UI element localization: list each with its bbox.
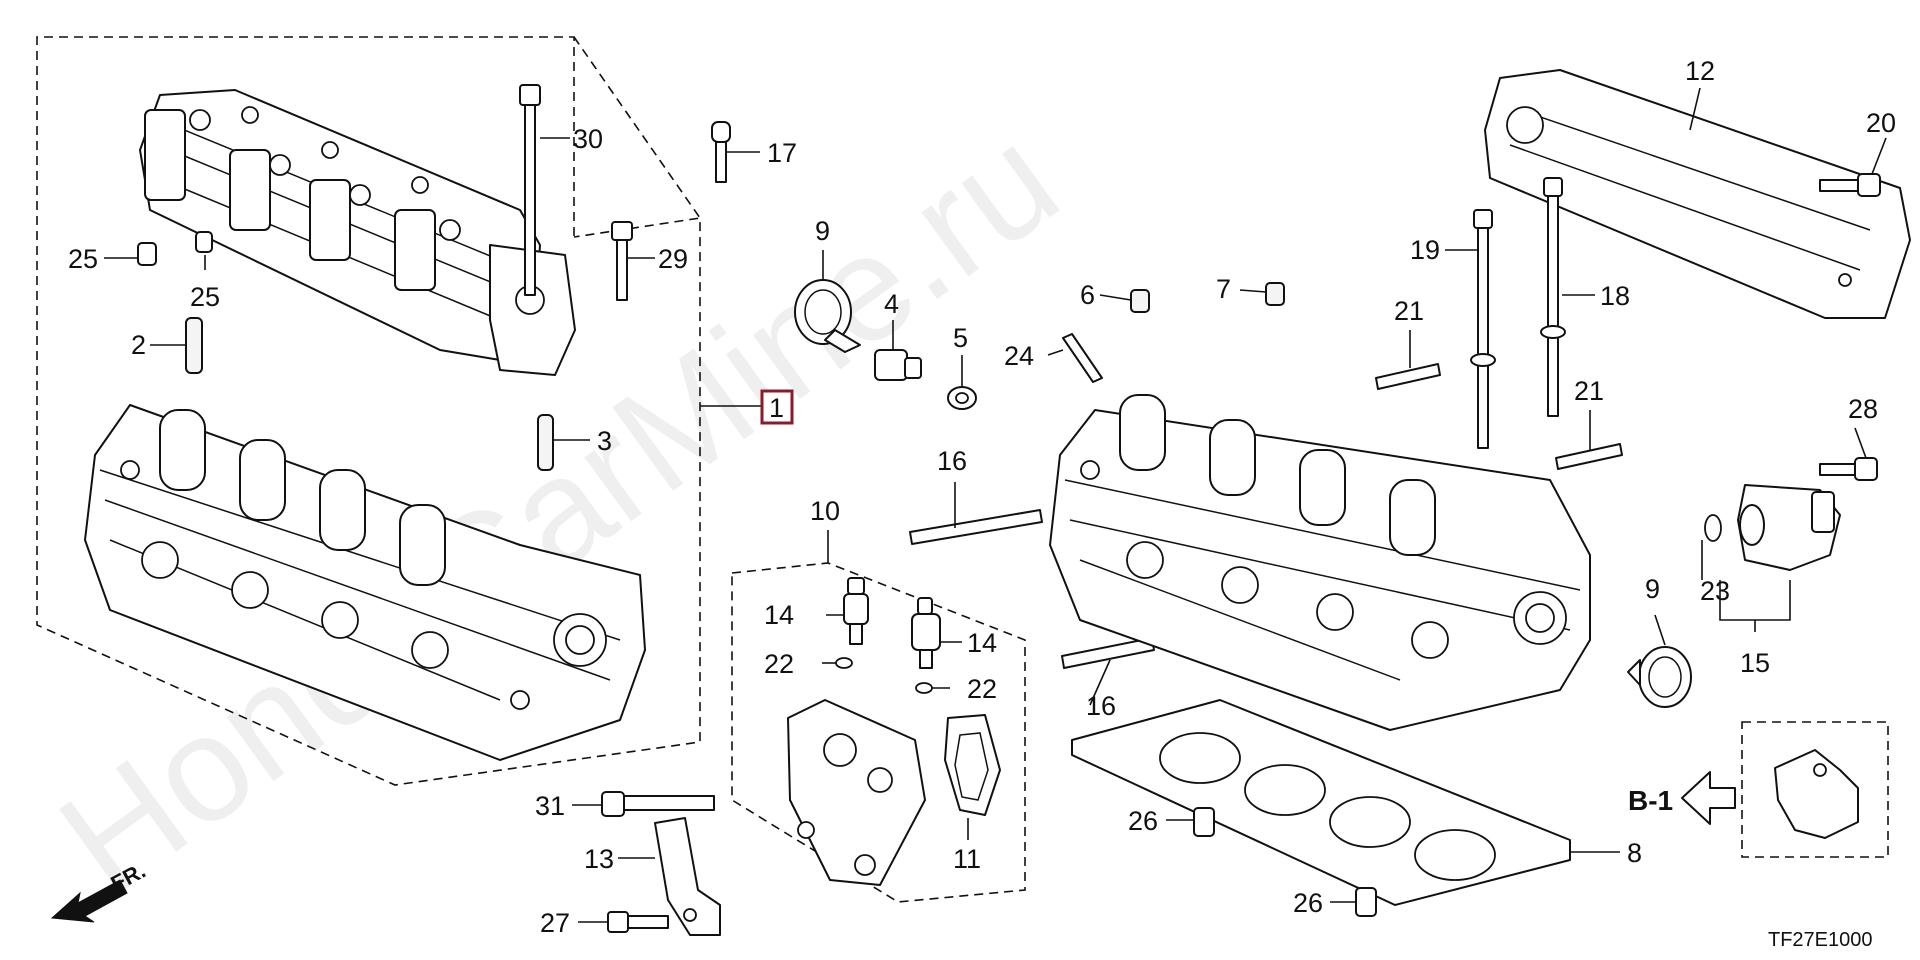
spool-valve-body xyxy=(787,699,926,886)
callout-26: 26 xyxy=(1128,806,1158,836)
bracket-13 xyxy=(654,817,721,936)
callout-3: 3 xyxy=(597,426,612,456)
dowel-pin-26b xyxy=(1355,887,1377,917)
bolt-31 xyxy=(601,791,715,817)
bolt-20 xyxy=(1819,173,1881,197)
washer-5 xyxy=(947,386,977,410)
spool-valve-group xyxy=(731,530,1026,903)
left-assembly-group xyxy=(36,36,731,786)
o-ring-23 xyxy=(1704,514,1722,542)
callout-25: 25 xyxy=(68,244,98,274)
cover-12 xyxy=(1484,69,1911,319)
oil-pressure-switch-14b xyxy=(911,597,941,669)
callout-9: 9 xyxy=(1645,574,1660,604)
gasket-11 xyxy=(944,714,1001,816)
callout-12: 12 xyxy=(1685,56,1715,86)
callout-15: 15 xyxy=(1740,648,1770,678)
callout-29: 29 xyxy=(658,244,688,274)
plug-7 xyxy=(1265,282,1285,306)
callout-17: 17 xyxy=(767,138,797,168)
dowel-pin-26a xyxy=(1193,807,1215,837)
bolt-18 xyxy=(1540,177,1566,417)
guide-3 xyxy=(537,414,554,471)
callout-10: 10 xyxy=(810,496,840,526)
view-b1-group xyxy=(1681,721,1889,858)
sealing-bolt-4 xyxy=(874,349,922,381)
stud-21a xyxy=(1375,363,1441,390)
bolt-28 xyxy=(1819,457,1878,481)
callout-8: 8 xyxy=(1627,838,1642,868)
bolt-19 xyxy=(1470,209,1496,449)
callout-30: 30 xyxy=(573,124,603,154)
front-direction-arrow xyxy=(50,879,128,923)
view-ref-label: B-1 xyxy=(1628,785,1673,816)
callout-22: 22 xyxy=(764,649,794,679)
cylinder-head-right xyxy=(1049,394,1591,731)
callout-11: 11 xyxy=(953,844,981,874)
rocker-arm-assembly xyxy=(139,89,576,376)
callout-4: 4 xyxy=(884,289,899,319)
callout-24: 24 xyxy=(1004,341,1034,371)
oil-pressure-switch-14a xyxy=(843,577,869,645)
dowel-pin-25a xyxy=(137,242,157,266)
stud-bolt-16b xyxy=(1061,637,1155,669)
callout-25: 25 xyxy=(190,282,220,312)
view-arrow-icon xyxy=(1681,771,1736,825)
callout-26: 26 xyxy=(1293,888,1323,918)
left-assembly-boundary xyxy=(36,36,701,786)
bolt-17 xyxy=(711,121,731,183)
bolt-27 xyxy=(607,911,669,933)
dowel-pin-25b xyxy=(195,231,213,253)
callout-16: 16 xyxy=(937,446,967,476)
callout-labels: 25 25 2 3 30 29 17 9 4 5 16 10 14 22 14 … xyxy=(68,56,1896,938)
plug-9a xyxy=(794,279,861,353)
callout-20: 20 xyxy=(1866,108,1896,138)
plug-9b xyxy=(1627,646,1692,708)
stud-24 xyxy=(1062,333,1103,383)
callout-23: 23 xyxy=(1700,576,1730,606)
callout-31: 31 xyxy=(535,791,565,821)
plug-6 xyxy=(1130,289,1150,313)
callout-14: 14 xyxy=(764,600,794,630)
bracket-15 xyxy=(1719,580,1791,621)
bolt-29 xyxy=(611,221,633,301)
callout-7: 7 xyxy=(1216,274,1231,304)
guide-2 xyxy=(185,317,203,374)
sealing-washer-22b xyxy=(915,682,933,694)
head-gasket-8 xyxy=(1071,699,1571,906)
callout-28: 28 xyxy=(1848,394,1878,424)
main-part-number: 1 xyxy=(769,393,784,423)
sealing-washer-22a xyxy=(835,657,853,669)
callout-22: 22 xyxy=(967,674,997,704)
bolt-30 xyxy=(519,84,541,296)
callout-21: 21 xyxy=(1394,296,1424,326)
stud-bolt-16a xyxy=(909,509,1043,545)
callout-27: 27 xyxy=(540,908,570,938)
sensor-15 xyxy=(1737,484,1841,571)
callout-19: 19 xyxy=(1410,235,1440,265)
callout-5: 5 xyxy=(953,323,968,353)
main-part-number-box xyxy=(760,389,794,425)
callout-16: 16 xyxy=(1086,691,1116,721)
cylinder-head-left xyxy=(84,404,646,761)
leader-lines xyxy=(104,87,1887,923)
callout-9: 9 xyxy=(815,216,830,246)
callout-6: 6 xyxy=(1080,280,1095,310)
callout-18: 18 xyxy=(1600,281,1630,311)
callout-21: 21 xyxy=(1574,376,1604,406)
stud-21b xyxy=(1555,443,1623,470)
left-assembly-diagonal xyxy=(573,36,701,219)
view-b1-box xyxy=(1741,721,1889,858)
callout-14: 14 xyxy=(967,628,997,658)
callout-2: 2 xyxy=(131,330,146,360)
drawing-code: TF27E1000 xyxy=(1768,929,1873,951)
callout-13: 13 xyxy=(584,844,614,874)
